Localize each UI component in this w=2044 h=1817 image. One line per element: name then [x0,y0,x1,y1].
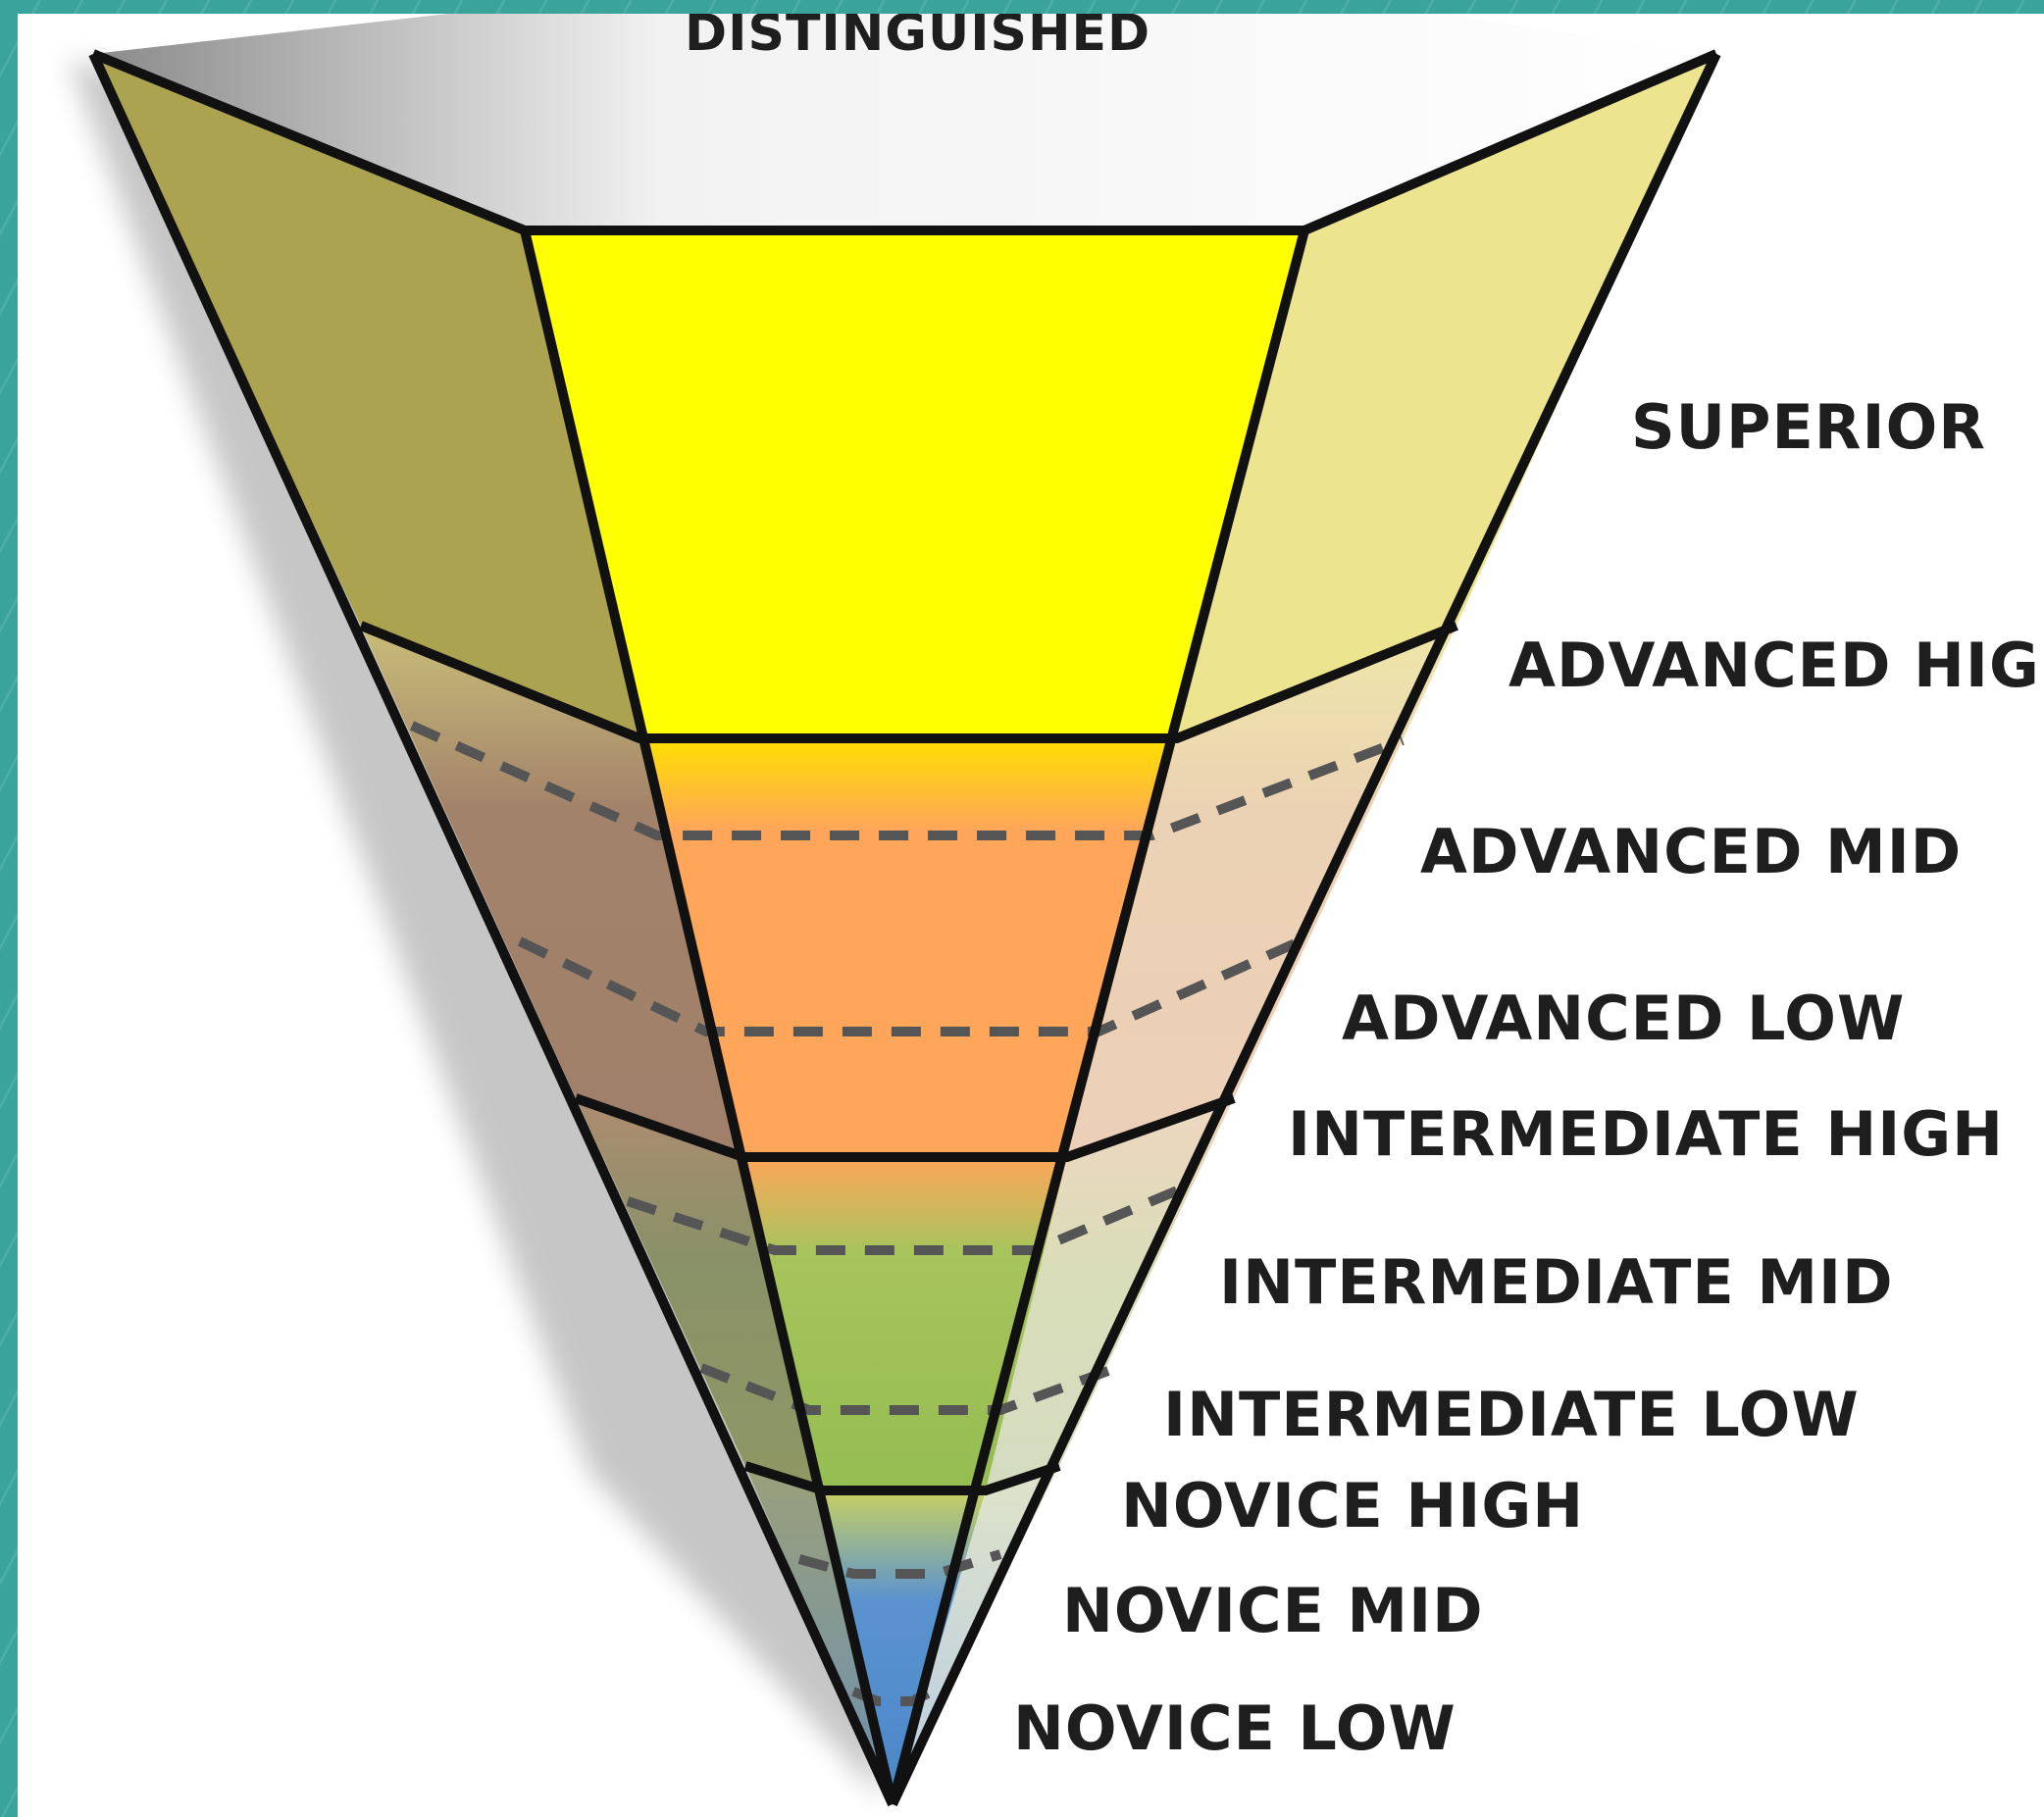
proficiency-cone [69,14,1721,1807]
superior-front-face [525,230,1304,738]
dash-advanced-mid [409,721,1405,840]
cropped-heading-fragment [0,294,14,402]
level-label-novice-high: NOVICE HIGH [1121,1470,1585,1541]
outline-intermediate-bottom [743,1461,1061,1495]
advanced-front-face [639,738,1177,1157]
level-label-intermediate-high: INTERMEDIATE HIGH [1288,1098,2005,1170]
advanced-left-face [361,626,743,1157]
outline-left-edge [88,51,897,1807]
outline-front-left [520,228,897,1806]
diagram-panel: DISTINGUISHED SUPERIOR ADVANCED HIGH ADV… [18,14,2044,1817]
dash-novice-mid [797,1549,1002,1579]
level-label-novice-mid: NOVICE MID [1062,1575,1484,1646]
top-level-label: DISTINGUISHED [685,14,1151,63]
level-label-novice-low: NOVICE LOW [1013,1692,1456,1764]
dash-advanced-low [517,936,1303,1036]
outline-superior-bottom [359,621,1458,743]
cone-outlines [88,49,1721,1807]
level-label-advanced-low: ADVANCED LOW [1342,983,1906,1054]
outline-advanced-bottom [574,1093,1236,1162]
level-label-intermediate-mid: INTERMEDIATE MID [1219,1246,1894,1318]
dash-intermediate-mid [626,1182,1189,1255]
level-label-intermediate-low: INTERMEDIATE LOW [1163,1379,1860,1450]
intermediate-front-face [743,1157,1067,1490]
outline-front-right [888,228,1309,1806]
level-label-advanced-mid: ADVANCED MID [1420,816,1963,887]
superior-right-face [1177,54,1716,738]
cone-opening [93,14,1716,230]
level-label-superior: SUPERIOR [1631,391,1987,463]
outline-right-edge [888,51,1721,1807]
dash-intermediate-low [699,1363,1110,1415]
outline-rim [91,49,1718,235]
level-label-advanced-high: ADVANCED HIGH [1508,630,2044,701]
